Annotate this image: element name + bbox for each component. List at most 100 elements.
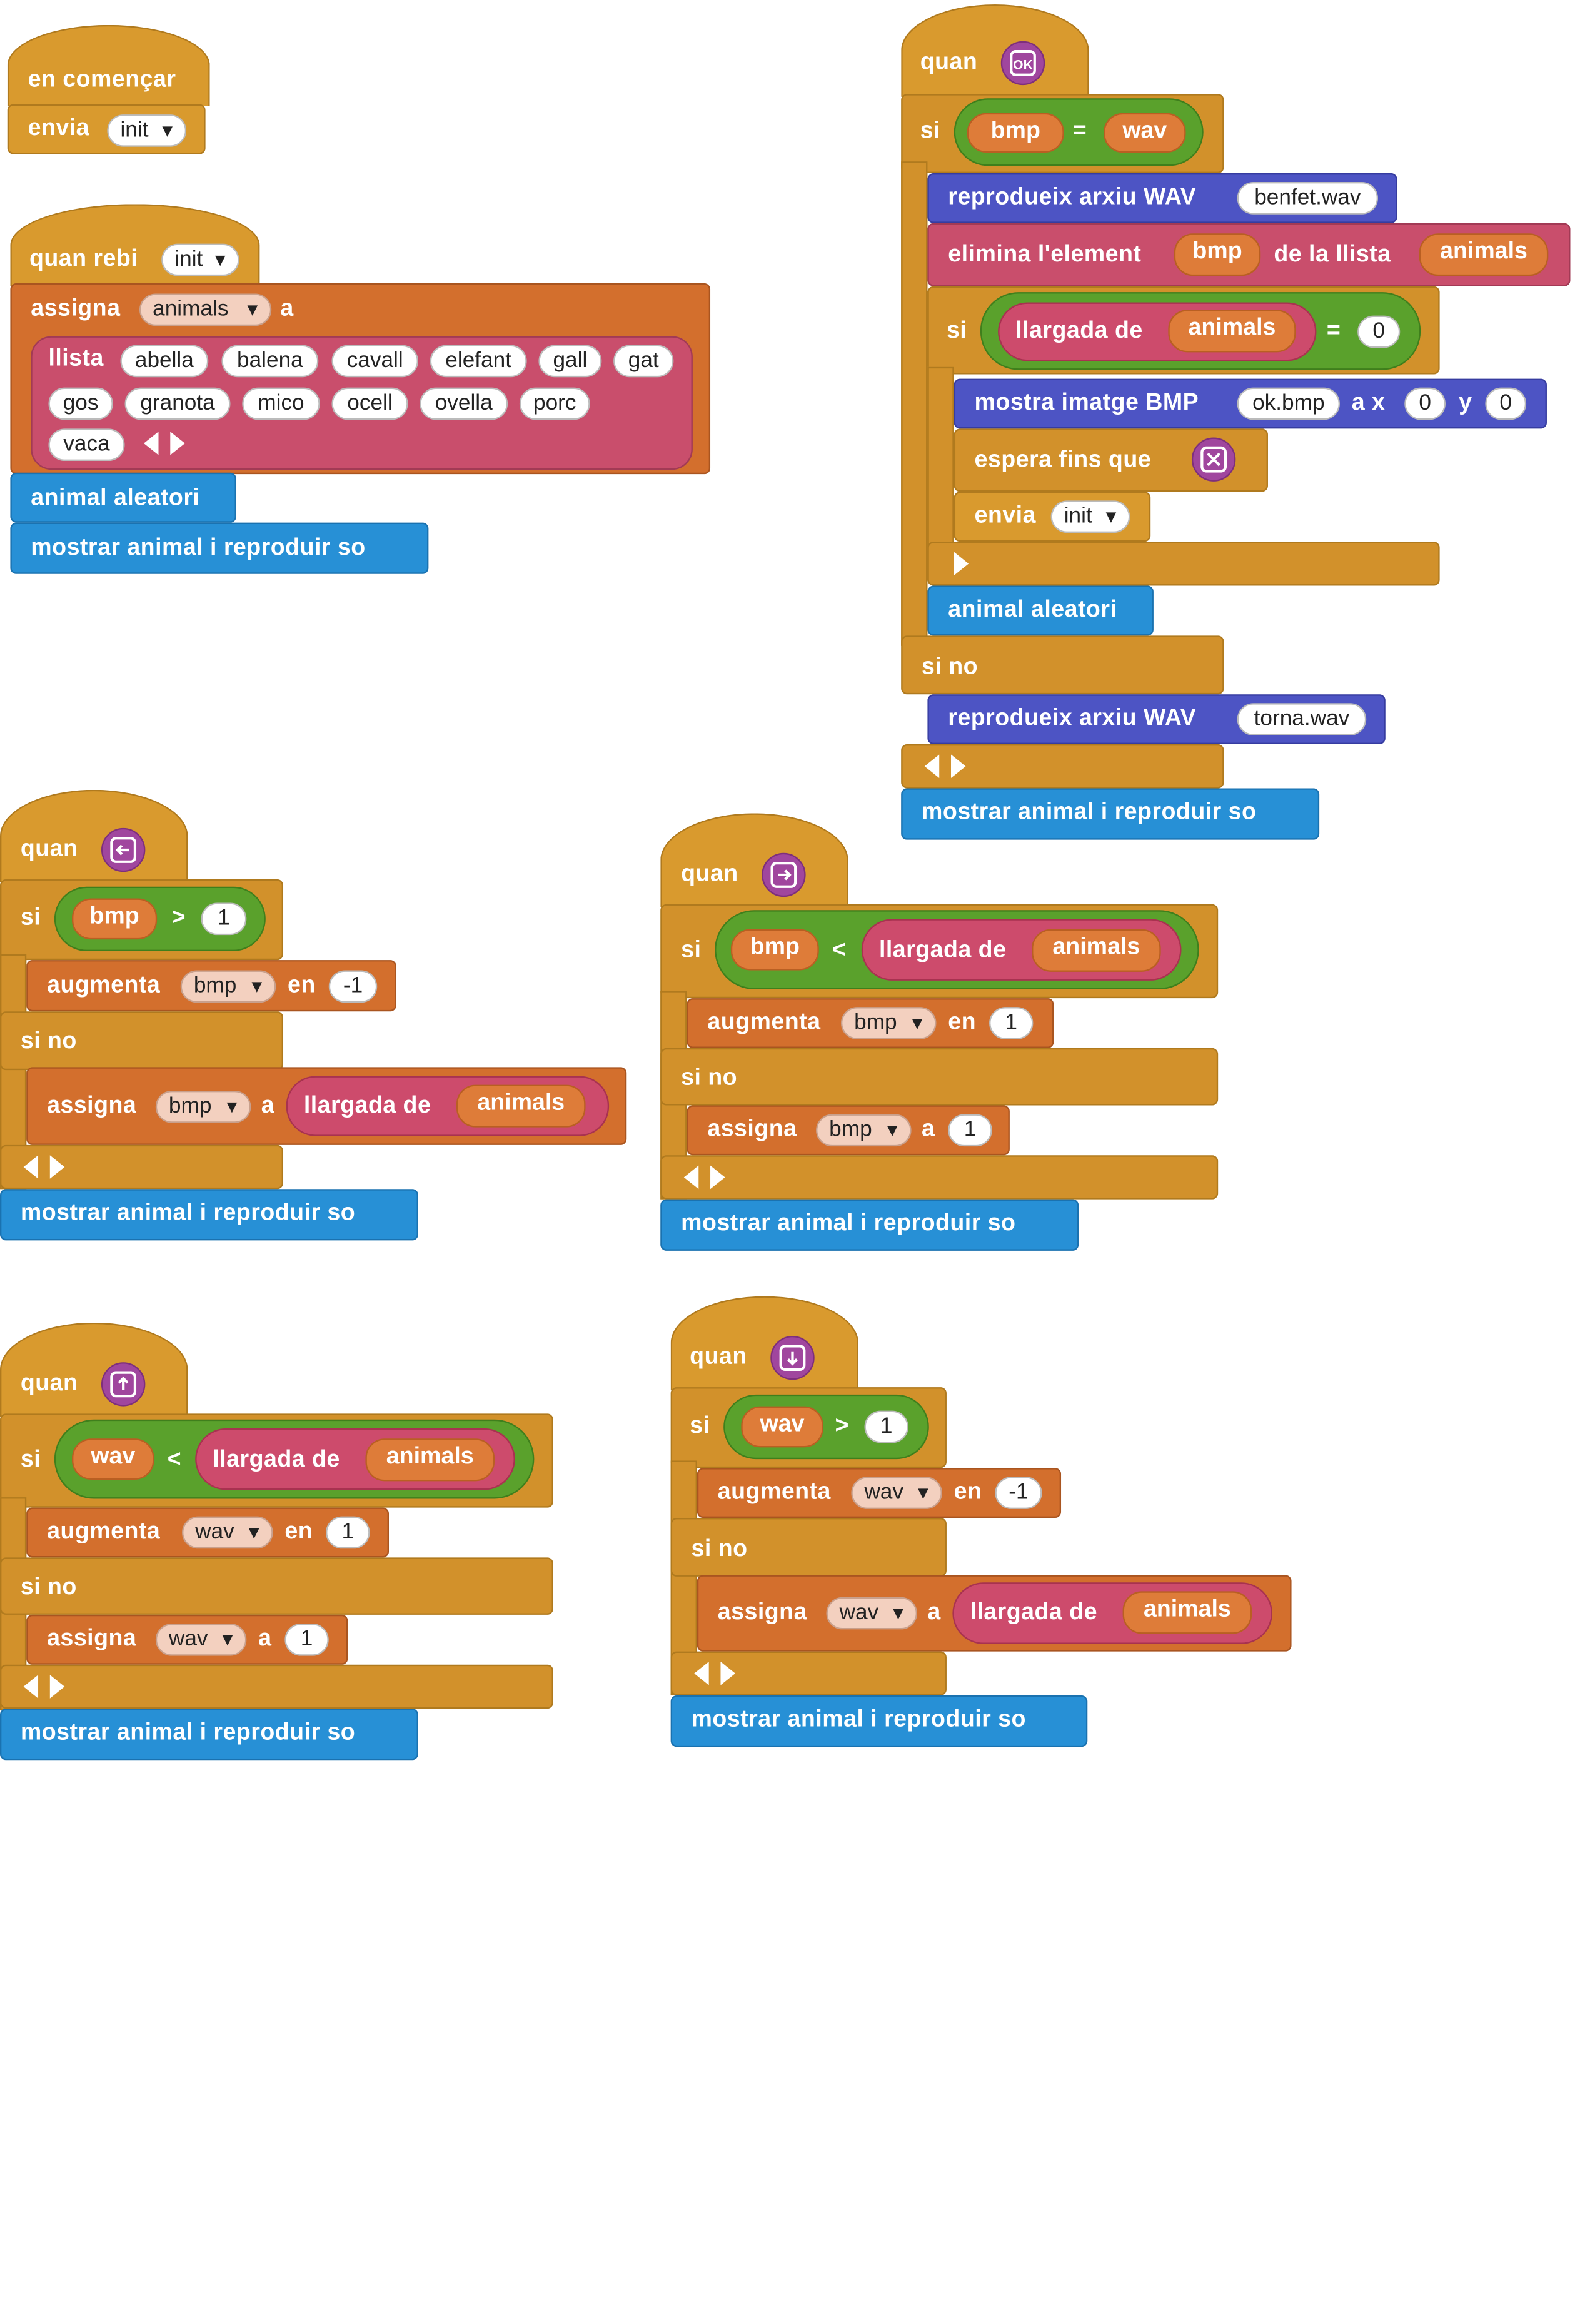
animals-list-reporter[interactable]: animals bbox=[1032, 929, 1161, 972]
call-show-animal-block[interactable] bbox=[901, 788, 1320, 840]
list-item[interactable]: porc bbox=[519, 387, 590, 420]
bmp-reporter[interactable]: bmp bbox=[967, 113, 1064, 153]
dropdown-arrow-icon: ▼ bbox=[1102, 506, 1120, 527]
expand-arrow-icon[interactable] bbox=[948, 549, 998, 578]
dropdown-arrow-icon: ▼ bbox=[248, 976, 266, 997]
add-remove-arrows-icon[interactable] bbox=[681, 1163, 731, 1192]
assign-to-label: a bbox=[261, 1093, 275, 1119]
assign-var-dropdown[interactable]: wav▼ bbox=[826, 1597, 917, 1630]
add-remove-arrows-icon[interactable] bbox=[21, 1672, 71, 1701]
animals-list-reporter[interactable]: animals bbox=[1122, 1591, 1252, 1634]
list-item[interactable]: gat bbox=[613, 345, 674, 378]
list-item[interactable]: ocell bbox=[331, 387, 408, 420]
hat-block-key-down[interactable] bbox=[670, 1296, 859, 1390]
assign-var-dropdown[interactable]: wav▼ bbox=[155, 1624, 247, 1656]
length-label: llargada de bbox=[1015, 318, 1143, 344]
list-item[interactable]: gall bbox=[538, 345, 602, 378]
right-arrow-key-icon[interactable] bbox=[762, 852, 806, 897]
dropdown-value: wav bbox=[195, 1519, 234, 1545]
number-input[interactable]: 1 bbox=[201, 902, 247, 936]
else-section bbox=[660, 1048, 1219, 1106]
change-var-dropdown[interactable]: wav▼ bbox=[851, 1477, 942, 1509]
list-item[interactable]: balena bbox=[221, 345, 319, 378]
call-show-animal-block[interactable] bbox=[0, 1709, 418, 1761]
list-item[interactable]: abella bbox=[120, 345, 209, 378]
list-item[interactable]: granota bbox=[124, 387, 231, 420]
list-item[interactable]: mico bbox=[242, 387, 320, 420]
if-label: si bbox=[20, 906, 41, 931]
number-input[interactable]: 1 bbox=[864, 1410, 908, 1443]
call-show-animal-block[interactable] bbox=[10, 522, 429, 574]
add-remove-arrows-icon[interactable] bbox=[692, 1659, 742, 1688]
assign-var-dropdown[interactable]: bmp▼ bbox=[155, 1090, 251, 1123]
ok-key-icon[interactable]: OK bbox=[1000, 41, 1045, 86]
call-show-animal-block[interactable] bbox=[0, 1189, 418, 1241]
call-label: mostrar animal i reproduir so bbox=[922, 800, 1257, 826]
hat-block-key-right[interactable] bbox=[660, 813, 848, 907]
number-input[interactable]: -1 bbox=[995, 1477, 1042, 1509]
animals-list-reporter[interactable]: animals bbox=[1419, 233, 1549, 276]
change-label: augmenta bbox=[717, 1479, 831, 1505]
left-arrow-key-icon[interactable] bbox=[101, 827, 146, 872]
call-random-animal-block[interactable] bbox=[10, 472, 236, 523]
hat-block-key-left[interactable] bbox=[0, 789, 188, 882]
hat-block-key-up[interactable] bbox=[0, 1322, 188, 1417]
broadcast-dropdown[interactable]: init▼ bbox=[1050, 500, 1130, 533]
list-add-remove-arrows-icon[interactable] bbox=[141, 428, 191, 458]
assign-var-dropdown[interactable]: bmp▼ bbox=[816, 1114, 912, 1147]
by-label: en bbox=[284, 1519, 313, 1545]
wav-file-input[interactable]: benfet.wav bbox=[1237, 182, 1379, 215]
x-key-icon[interactable] bbox=[1191, 437, 1236, 482]
bmp-reporter[interactable]: bmp bbox=[1174, 233, 1261, 276]
number-input[interactable]: 1 bbox=[284, 1624, 329, 1656]
assign-label: assigna bbox=[47, 1093, 137, 1119]
receive-dropdown[interactable]: init▼ bbox=[161, 243, 239, 276]
call-random-animal-block[interactable] bbox=[927, 585, 1154, 636]
broadcast-dropdown[interactable]: init▼ bbox=[107, 114, 187, 147]
change-var-dropdown[interactable]: bmp▼ bbox=[840, 1007, 937, 1039]
if-label: si bbox=[681, 937, 702, 963]
list-item[interactable]: elefant bbox=[430, 345, 527, 378]
wav-file-input[interactable]: torna.wav bbox=[1237, 703, 1367, 735]
number-input[interactable]: 1 bbox=[948, 1114, 992, 1147]
up-arrow-key-icon[interactable] bbox=[101, 1362, 146, 1407]
list-item[interactable]: gos bbox=[48, 387, 113, 420]
change-var-dropdown[interactable]: wav▼ bbox=[182, 1516, 273, 1549]
wav-reporter[interactable]: wav bbox=[72, 1438, 154, 1480]
bmp-reporter[interactable]: bmp bbox=[72, 898, 158, 940]
hat-block-start[interactable] bbox=[7, 24, 210, 106]
call-show-animal-block[interactable] bbox=[660, 1199, 1079, 1251]
animals-list-reporter[interactable]: animals bbox=[456, 1084, 586, 1128]
show-label: mostra imatge BMP bbox=[974, 390, 1199, 416]
list-item[interactable]: cavall bbox=[331, 345, 418, 378]
number-input[interactable]: 1 bbox=[989, 1007, 1034, 1039]
hat-block-key-ok[interactable] bbox=[901, 4, 1089, 97]
length-label: llargada de bbox=[213, 1447, 340, 1473]
else-section bbox=[0, 1557, 553, 1615]
down-arrow-key-icon[interactable] bbox=[770, 1335, 815, 1380]
hat-label: quan bbox=[20, 836, 78, 862]
wav-reporter[interactable]: wav bbox=[1104, 113, 1186, 153]
remove-label: elimina l'element bbox=[948, 242, 1142, 268]
number-input[interactable]: -1 bbox=[328, 970, 378, 1003]
x-input[interactable]: 0 bbox=[1404, 387, 1446, 420]
animals-list-reporter[interactable]: animals bbox=[1168, 310, 1296, 353]
assign-to-label: a bbox=[280, 296, 294, 322]
number-input[interactable]: 1 bbox=[326, 1516, 370, 1549]
animals-list-reporter[interactable]: animals bbox=[365, 1438, 495, 1482]
change-var-dropdown[interactable]: bmp▼ bbox=[180, 970, 276, 1003]
wav-reporter[interactable]: wav bbox=[741, 1406, 823, 1448]
add-remove-arrows-icon[interactable] bbox=[21, 1153, 71, 1182]
dropdown-arrow-icon: ▼ bbox=[883, 1119, 902, 1141]
bmp-reporter[interactable]: bmp bbox=[730, 929, 819, 971]
assign-var-dropdown[interactable]: animals▼ bbox=[139, 293, 272, 326]
list-item[interactable]: ovella bbox=[420, 387, 508, 420]
call-show-animal-block[interactable] bbox=[670, 1695, 1088, 1747]
y-input[interactable]: 0 bbox=[1485, 387, 1527, 420]
dropdown-arrow-icon: ▼ bbox=[914, 1482, 932, 1503]
number-input[interactable]: 0 bbox=[1357, 315, 1401, 348]
play-wav-block[interactable] bbox=[927, 173, 1397, 223]
bmp-file-input[interactable]: ok.bmp bbox=[1237, 387, 1340, 420]
add-remove-arrows-icon[interactable] bbox=[922, 752, 972, 781]
list-item[interactable]: vaca bbox=[48, 428, 125, 462]
